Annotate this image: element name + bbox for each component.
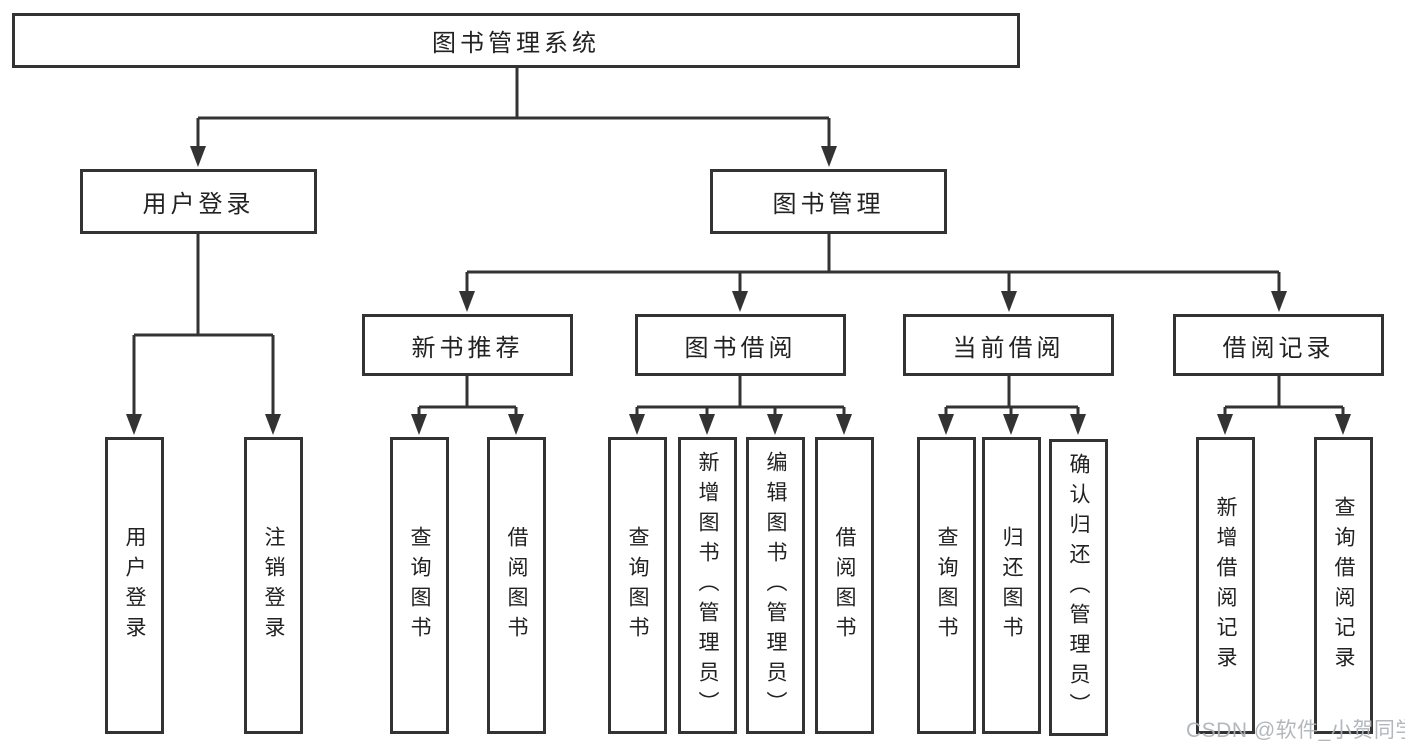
node-leaf-logout: 注销登录 — [244, 437, 303, 734]
node-user-login: 用户登录 — [80, 169, 317, 234]
connector-root-branch — [196, 68, 831, 148]
node-label: 图书借阅 — [684, 334, 797, 362]
arrow-down-icon — [629, 414, 645, 435]
node-borrowing-records: 借阅记录 — [1173, 314, 1384, 376]
arrow-down-icon — [508, 414, 524, 435]
arrow-down-icon — [459, 291, 475, 312]
node-leaf-confirm-return-admin: 确认归还（管理员） — [1049, 439, 1108, 736]
arrow-down-icon — [699, 414, 715, 435]
arrow-down-icon — [1070, 414, 1086, 435]
node-label: 查询图书 — [626, 525, 649, 646]
node-label: 注销登录 — [262, 525, 285, 646]
node-leaf-edit-book-admin: 编辑图书（管理员） — [746, 437, 805, 734]
arrow-down-icon — [126, 414, 142, 435]
node-leaf-user-login: 用户登录 — [105, 437, 164, 734]
node-leaf-add-borrow-record: 新增借阅记录 — [1196, 437, 1255, 734]
node-label: 图书管理 — [772, 191, 885, 218]
node-label: 借阅图书 — [833, 525, 856, 646]
node-label: 新增图书（管理员） — [696, 450, 719, 721]
node-leaf-return-books: 归还图书 — [982, 437, 1041, 734]
csdn-watermark: CSDN @软件_小贺同学 — [1186, 719, 1405, 742]
arrow-down-icon — [190, 146, 206, 167]
connector-current-branch — [944, 376, 1080, 416]
node-leaf-borrow-books-recommend: 借阅图书 — [487, 437, 546, 734]
arrow-down-icon — [1217, 414, 1233, 435]
arrow-down-icon — [836, 414, 852, 435]
arrow-down-icon — [767, 414, 783, 435]
arrow-down-icon — [938, 414, 954, 435]
node-label: 借阅图书 — [505, 525, 528, 646]
arrow-down-icon — [1001, 291, 1017, 312]
node-label: 图书管理系统 — [432, 30, 600, 57]
arrow-down-icon — [821, 146, 837, 167]
connector-book-mgmt-branch — [465, 233, 1281, 293]
arrow-down-icon — [1271, 291, 1287, 312]
node-label: 用户登录 — [142, 191, 255, 218]
node-label: 当前借阅 — [952, 334, 1065, 362]
node-leaf-query-books-borrow: 查询图书 — [608, 437, 667, 734]
node-label: 查询借阅记录 — [1332, 495, 1355, 676]
node-leaf-query-books-recommend: 查询图书 — [390, 437, 449, 734]
node-label: 新书推荐 — [411, 334, 524, 362]
connector-records-branch — [1223, 376, 1345, 416]
node-label: 借阅记录 — [1222, 334, 1335, 362]
node-label: 查询图书 — [935, 525, 958, 646]
arrowheads — [126, 146, 1351, 435]
node-leaf-query-borrow-record: 查询借阅记录 — [1314, 437, 1373, 734]
connector-borrow-branch — [635, 376, 846, 416]
node-book-borrowing: 图书借阅 — [635, 314, 846, 376]
node-new-book-recommend: 新书推荐 — [362, 314, 573, 376]
connector-recommend-branch — [417, 376, 518, 416]
node-label: 编辑图书（管理员） — [764, 450, 787, 721]
node-root-system: 图书管理系统 — [12, 13, 1020, 68]
node-leaf-query-books-current: 查询图书 — [917, 437, 976, 734]
node-label: 归还图书 — [1000, 525, 1023, 646]
arrow-down-icon — [1003, 414, 1019, 435]
node-label: 用户登录 — [123, 525, 146, 646]
node-label: 查询图书 — [408, 525, 431, 646]
arrow-down-icon — [265, 414, 281, 435]
arrow-down-icon — [732, 291, 748, 312]
node-label: 确认归还（管理员） — [1067, 452, 1090, 723]
node-label: 新增借阅记录 — [1214, 495, 1237, 676]
arrow-down-icon — [1335, 414, 1351, 435]
node-book-management: 图书管理 — [710, 169, 947, 234]
connector-user-login-branch — [132, 233, 275, 415]
arrow-down-icon — [411, 414, 427, 435]
node-current-borrowing: 当前借阅 — [903, 314, 1114, 376]
node-leaf-borrow-books: 借阅图书 — [815, 437, 874, 734]
node-leaf-add-book-admin: 新增图书（管理员） — [678, 437, 737, 734]
